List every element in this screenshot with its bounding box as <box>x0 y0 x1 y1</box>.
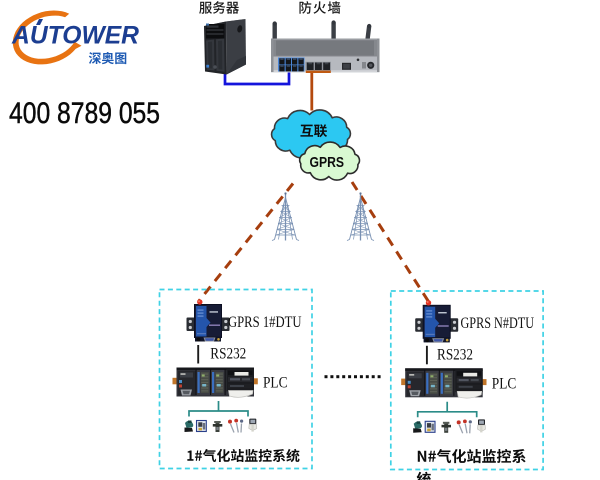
svg-text:GPRS 1#DTU: GPRS 1#DTU <box>228 313 302 331</box>
svg-text:GPRS: GPRS <box>310 154 345 171</box>
svg-text:RS232: RS232 <box>437 347 473 364</box>
svg-text:PLC: PLC <box>492 374 517 392</box>
svg-text:400 8789 055: 400 8789 055 <box>9 97 160 130</box>
svg-text:AUTOWER: AUTOWER <box>11 22 139 50</box>
svg-text:PLC: PLC <box>263 374 288 392</box>
svg-text:RS232: RS232 <box>210 346 246 363</box>
svg-text:GPRS N#DTU: GPRS N#DTU <box>461 314 535 332</box>
